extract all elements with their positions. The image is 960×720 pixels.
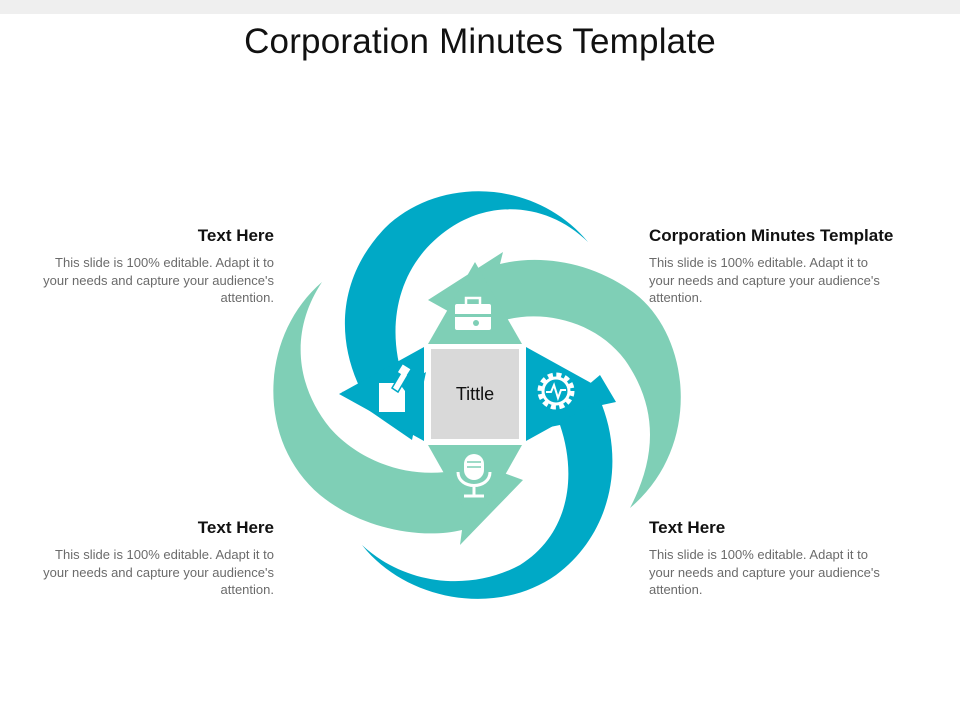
block-body: This slide is 100% editable. Adapt it to… [649, 255, 880, 305]
slide-title: Corporation Minutes Template [244, 22, 716, 61]
center-box [431, 349, 519, 439]
microphone-icon [456, 454, 492, 498]
text-block-top-left: Text Here This slide is 100% editable. A… [34, 226, 274, 307]
up-arrow-block [428, 262, 522, 344]
briefcase-tools-icon [455, 296, 491, 330]
gear-pulse-icon [537, 372, 575, 410]
block-heading: Corporation Minutes Template [649, 226, 894, 245]
block-body: This slide is 100% editable. Adapt it to… [649, 547, 880, 597]
top-bar [0, 0, 960, 14]
block-heading: Text Here [649, 518, 726, 537]
text-block-bottom-right: Text Here This slide is 100% editable. A… [649, 518, 889, 599]
curved-arrow-bottom-teal [362, 375, 616, 599]
block-heading: Text Here [197, 518, 274, 537]
notepad-pen-icon [379, 364, 411, 412]
text-block-top-right: Corporation Minutes Template This slide … [649, 226, 939, 307]
text-block-bottom-left: Text Here This slide is 100% editable. A… [34, 518, 274, 599]
block-body: This slide is 100% editable. Adapt it to… [43, 547, 274, 597]
curved-arrow-top-teal [342, 191, 588, 440]
block-body: This slide is 100% editable. Adapt it to… [43, 255, 274, 305]
center-title: Tittle [455, 383, 495, 404]
block-heading: Text Here [197, 226, 274, 245]
